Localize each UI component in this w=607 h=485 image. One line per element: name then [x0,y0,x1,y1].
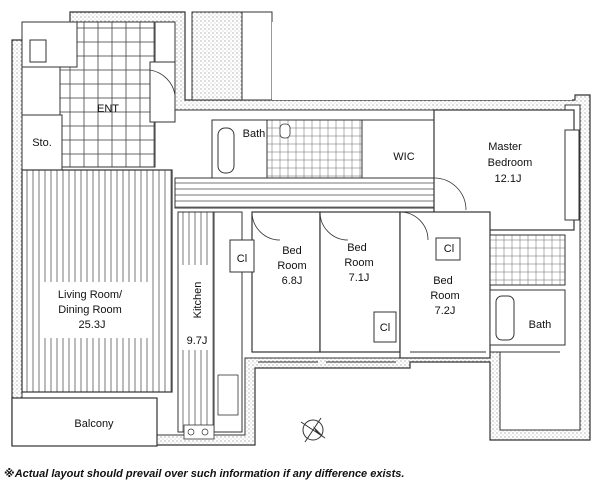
compass-icon [300,417,326,443]
center-bath-label: Bath [243,128,266,140]
wic-room [361,119,435,179]
balcony-area [11,397,158,447]
master-bedroom [433,109,575,231]
bed2-label-1: Bed [347,242,367,254]
living-label-2: Dining Room [58,304,122,316]
kitchen-label: Kitchen [192,282,204,319]
toilet-icon [279,123,291,139]
wic-label: WIC [393,151,414,163]
balcony-label: Balcony [74,418,114,430]
closet-2-label: Cl [380,322,390,334]
bed3-label-2: Room [430,290,459,302]
bed1-label-1: Bed [282,245,302,257]
living-size: 25.3J [79,319,106,331]
living-label-1: Living Room/ [58,289,123,301]
kitchen-size: 9.7J [187,335,208,347]
bed3-size: 7.2J [435,305,456,317]
bedroom-3 [399,211,491,359]
bed2-label-2: Room [344,257,373,269]
windows [258,351,560,363]
bathtub-icon [217,127,235,174]
upper-corridor-walls [191,11,572,101]
closet-2 [373,311,397,343]
bathtub-right-icon [495,295,515,341]
closet-1-label: Cl [237,253,247,265]
bed2-size: 7.1J [349,272,370,284]
bed3-label-1: Bed [433,275,453,287]
ent-label: ENT [97,103,119,115]
bed1-size: 6.8J [282,275,303,287]
storage-room [21,114,63,171]
right-bath-label: Bath [529,319,552,331]
master-label-2: Bedroom [488,157,533,169]
corridor [174,177,436,209]
sto-label: Sto. [32,137,52,149]
living-dining-room [21,169,173,393]
closet-1 [229,239,255,273]
master-size: 12.1J [495,173,522,185]
entrance-area [21,21,176,168]
bed1-label-2: Room [277,260,306,272]
master-label-1: Master [488,141,522,153]
footnote: ※Actual layout should prevail over such … [4,468,405,480]
closet-3 [435,237,461,261]
closet-3-label: Cl [444,243,454,255]
